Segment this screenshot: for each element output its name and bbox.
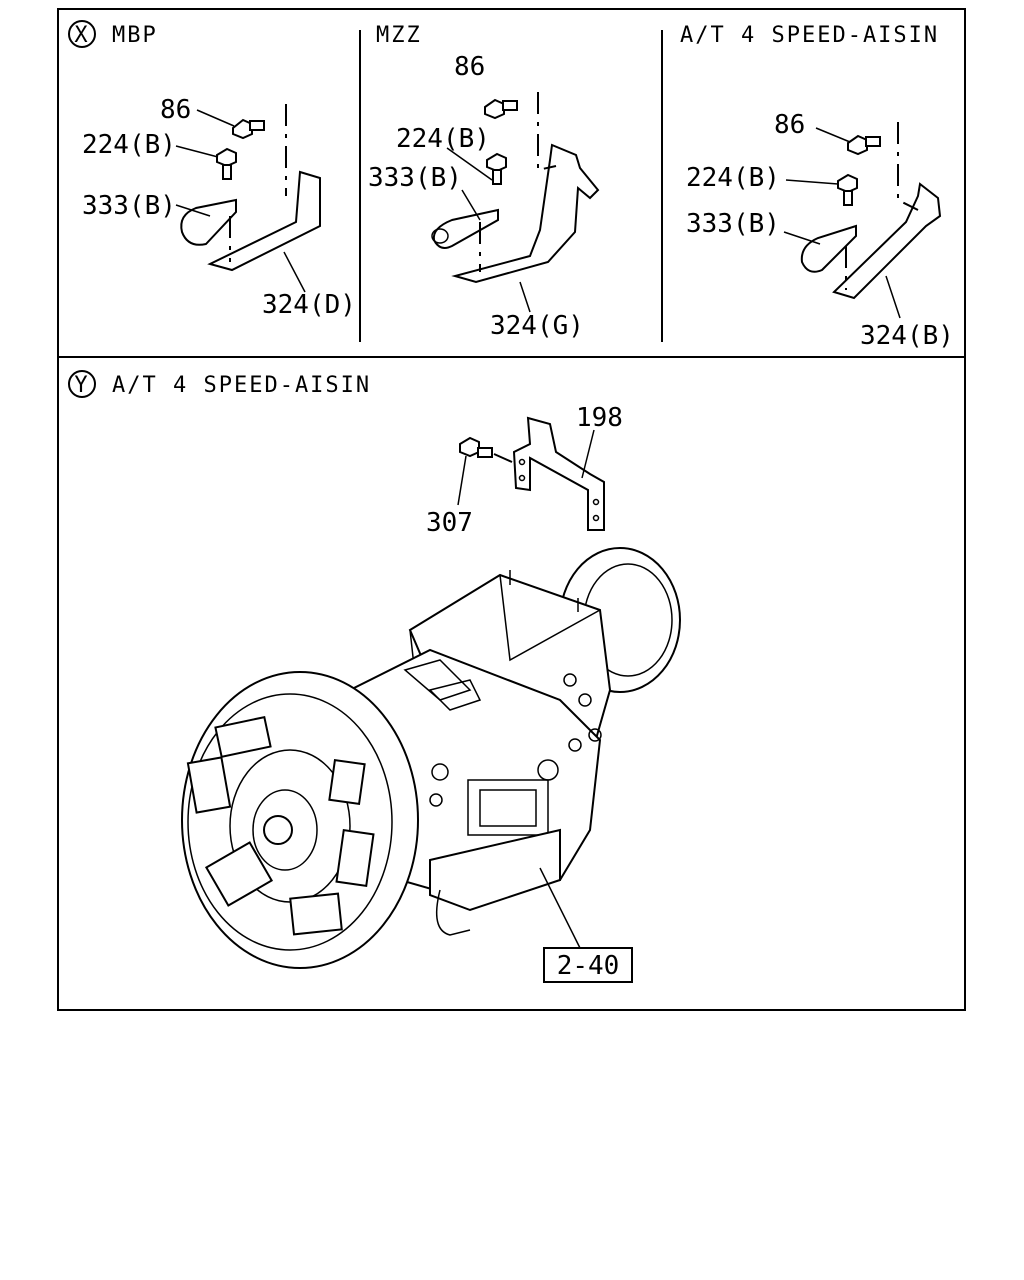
panel-x-circle xyxy=(68,20,96,48)
label-324d: 324(D) xyxy=(262,290,356,320)
panel-at4-top: A/T 4 SPEED-AISIN 86 224(B) 333(B) 324(B… xyxy=(680,23,954,351)
clip-333b-icon xyxy=(800,224,857,273)
label-86: 86 xyxy=(160,95,191,125)
panel-x-mbp: X MBP 86 224(B) 333(B) 324(D) xyxy=(68,20,356,320)
bolt-224b-icon xyxy=(216,147,237,180)
bolt-86-icon xyxy=(847,134,881,156)
label-198: 198 xyxy=(576,403,623,433)
label-86: 86 xyxy=(774,110,805,140)
panel-y-at4: Y A/T 4 SPEED-AISIN 198 307 xyxy=(68,370,681,983)
panel-x-circle-letter: X xyxy=(74,23,89,48)
label-224b: 224(B) xyxy=(396,124,490,154)
bracket-324g-icon xyxy=(451,143,600,284)
ref-box-2-40 xyxy=(543,947,633,983)
bolt-224b-icon xyxy=(486,152,507,185)
bolt-224b-icon xyxy=(837,173,858,206)
bolt-86-icon xyxy=(484,98,518,120)
label-2-40: 2-40 xyxy=(557,951,620,981)
label-333b: 333(B) xyxy=(368,163,462,193)
panel-x-title: MBP xyxy=(112,23,158,48)
panel-at4-top-title: A/T 4 SPEED-AISIN xyxy=(680,23,939,48)
panel-mzz-title: MZZ xyxy=(376,23,422,48)
label-324b: 324(B) xyxy=(860,321,954,351)
bracket-324b-icon xyxy=(832,182,942,300)
bolt-86-icon xyxy=(232,118,265,140)
label-333b: 333(B) xyxy=(82,191,176,221)
label-333b: 333(B) xyxy=(686,209,780,239)
label-224b: 224(B) xyxy=(686,163,780,193)
label-307: 307 xyxy=(426,508,473,538)
panel-mzz: MZZ 86 224(B) 333(B) 324(G) xyxy=(368,23,600,341)
label-324g: 324(G) xyxy=(490,311,584,341)
bracket-198-icon xyxy=(512,416,605,531)
label-86: 86 xyxy=(454,52,485,82)
transmission-assembly-icon xyxy=(181,547,681,969)
label-224b: 224(B) xyxy=(82,130,176,160)
clip-333b-icon xyxy=(180,198,237,246)
bracket-324d-icon xyxy=(207,170,321,272)
panel-y-circle xyxy=(68,370,96,398)
bolt-307-icon xyxy=(459,436,493,458)
panel-y-title: A/T 4 SPEED-AISIN xyxy=(112,373,371,398)
panel-y-circle-letter: Y xyxy=(74,373,89,398)
diagram-frame xyxy=(57,8,966,1011)
